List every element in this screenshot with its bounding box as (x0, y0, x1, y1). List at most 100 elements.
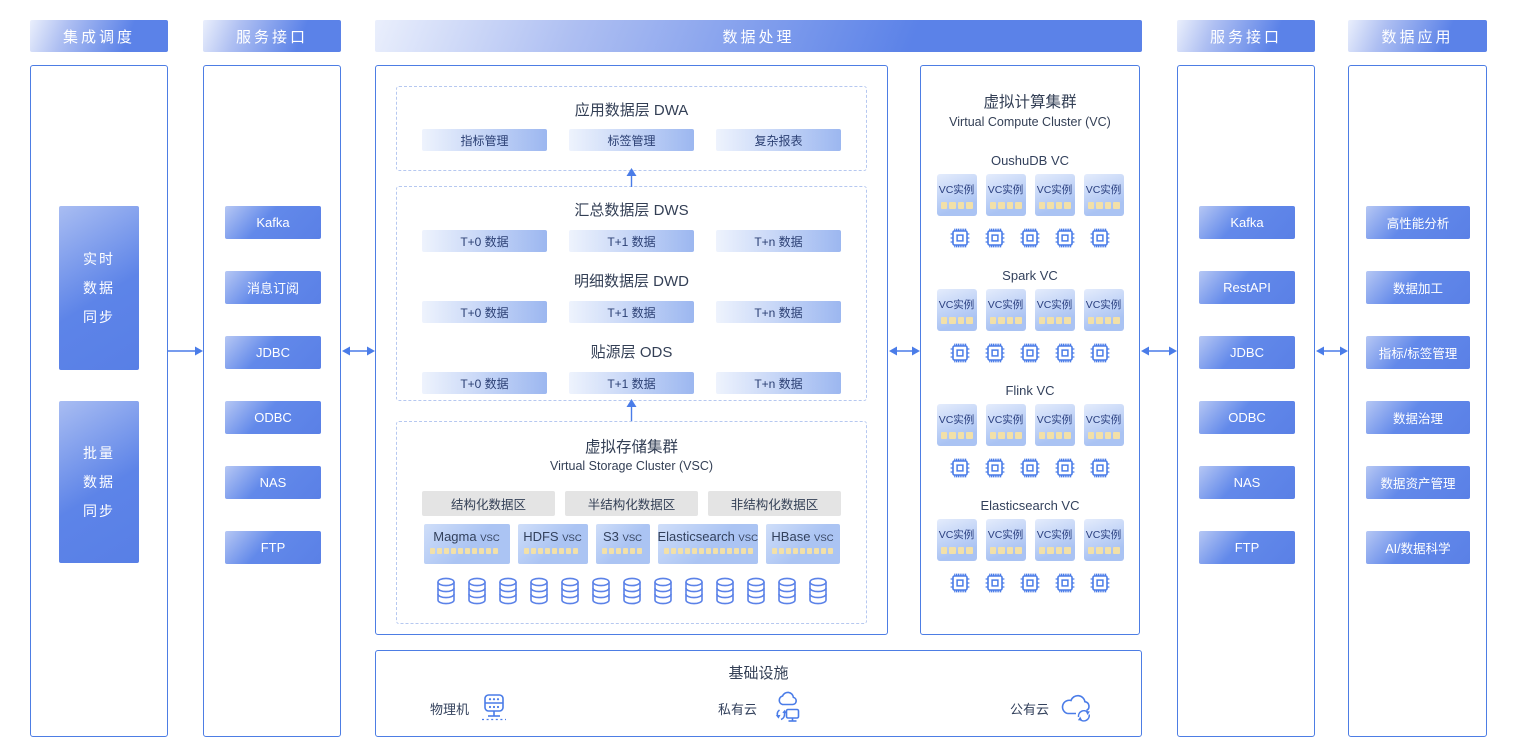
vc-instance-segment (1096, 202, 1103, 209)
capacity-segment (799, 548, 805, 554)
cpu-chip-icon (1020, 343, 1040, 363)
virtual-storage-cluster: 虚拟存储集群 Virtual Storage Cluster (VSC) 结构化… (396, 421, 867, 624)
cpu-chip-icon (1020, 458, 1040, 478)
data-item: T+n 数据 (716, 372, 841, 394)
capacity-segment (806, 548, 812, 554)
vc-instance-segments (1084, 432, 1124, 439)
vc-instance-segment (1038, 432, 1045, 439)
vc-instance-label: VC实例 (1036, 299, 1073, 311)
storage-cluster-tag: VSC (480, 533, 500, 544)
vc-instance: VC实例 (985, 519, 1026, 561)
capacity-segment (471, 548, 477, 554)
data-item: T+0 数据 (422, 301, 547, 323)
database-icon-row (397, 577, 866, 605)
infrastructure-title: 基础设施 (728, 665, 789, 682)
vc-instance-segments (1084, 317, 1124, 324)
capacity-segment (450, 548, 456, 554)
capacity-segment (636, 548, 642, 554)
capacity-segment (558, 548, 564, 554)
vc-instance-segments (1035, 202, 1075, 209)
infrastructure-item: 公有云 (1010, 693, 1095, 723)
private-cloud-icon (775, 691, 800, 722)
dwa-item: 标签管理 (569, 129, 694, 151)
infrastructure-item: 私有云 (718, 691, 803, 725)
server-icon (477, 692, 511, 724)
storage-cluster-name: HDFS VSC (523, 529, 582, 544)
vc-instance-segment (940, 317, 947, 324)
capacity-segment (537, 548, 543, 554)
realtime-data-sync: 实时数据同步 (59, 206, 139, 370)
vc-instance-segment (998, 317, 1005, 324)
service-item-label: 消息订阅 (246, 281, 299, 296)
data-zone: 非结构化数据区 (708, 491, 841, 516)
header-integration: 集成调度 (30, 20, 168, 52)
arrow-compute-to-service (1141, 345, 1177, 357)
application-item-label: 指标/标签管理 (1378, 347, 1458, 361)
service-item: NAS (225, 466, 321, 499)
capacity-segment (457, 548, 463, 554)
vc-instance: VC实例 (1034, 289, 1075, 331)
capacity-segment (615, 548, 621, 554)
vc-instance-segment (1087, 432, 1094, 439)
cpu-row (921, 341, 1139, 365)
vc-instance-label: VC实例 (987, 299, 1024, 311)
vc-instance-segment (998, 432, 1005, 439)
database-icon (653, 577, 672, 605)
capacity-segment (601, 548, 607, 554)
vc-instance-segment (1113, 432, 1120, 439)
vc-group-name: Elasticsearch VC (980, 498, 1080, 513)
capacity-segment (785, 548, 791, 554)
vc-instance-segment (1006, 317, 1013, 324)
vc-instance-label: VC实例 (987, 529, 1024, 541)
vc-instance-segments (986, 547, 1026, 554)
infrastructure-item: 物理机 (430, 692, 511, 724)
vc-instance-label: VC实例 (1036, 529, 1073, 541)
application-item: 数据治理 (1366, 401, 1470, 434)
vc-instance-segment (1087, 547, 1094, 554)
service-item-label: Kafka (1230, 215, 1264, 230)
vc-instance-segment (1064, 547, 1071, 554)
vc-instance-segment (1055, 202, 1062, 209)
data-item: T+0 数据 (422, 372, 547, 394)
vc-instance-segment (1055, 432, 1062, 439)
service-item-label: JDBC (256, 345, 290, 360)
service-item: RestAPI (1199, 271, 1295, 304)
vc-instance-segment (1113, 202, 1120, 209)
service-item-label: RestAPI (1223, 280, 1271, 295)
vc-instance-segment (1055, 317, 1062, 324)
database-icon (498, 577, 517, 605)
arrow-dws-to-dwa (625, 168, 638, 187)
vc-instance-label: VC实例 (1085, 529, 1122, 541)
vc-instance-segment (1064, 317, 1071, 324)
capacity-segment (544, 548, 550, 554)
cpu-chip-icon (1020, 228, 1040, 248)
server-icon (482, 694, 507, 721)
vc-instance: VC实例 (1083, 404, 1124, 446)
vc-instance-segment (989, 547, 996, 554)
database-icon (529, 577, 548, 605)
capacity-segment (670, 548, 676, 554)
application-item-label: AI/数据科学 (1385, 542, 1451, 556)
arrow-integration-to-service (168, 345, 203, 357)
service-item-label: JDBC (1230, 345, 1264, 360)
vc-instance: VC实例 (936, 404, 977, 446)
capacity-segment (827, 548, 833, 554)
vc-instance-segment (1015, 547, 1022, 554)
storage-cluster: Elasticsearch VSC (657, 524, 758, 564)
capacity-segment (712, 548, 718, 554)
database-icon (684, 577, 703, 605)
database-icon (591, 577, 610, 605)
capacity-segment (436, 548, 442, 554)
application-item-label: 数据加工 (1392, 282, 1443, 296)
vc-instance-segment (966, 317, 973, 324)
service-item: Kafka (1199, 206, 1295, 239)
cpu-chip-icon (985, 573, 1005, 593)
vc-instance-label: VC实例 (938, 414, 975, 426)
vc-instance-label: VC实例 (1085, 299, 1122, 311)
application-item-label: 数据治理 (1392, 412, 1443, 426)
infrastructure-row: 物理机 私有云 公有云 (376, 691, 1141, 725)
cpu-row (921, 226, 1139, 250)
